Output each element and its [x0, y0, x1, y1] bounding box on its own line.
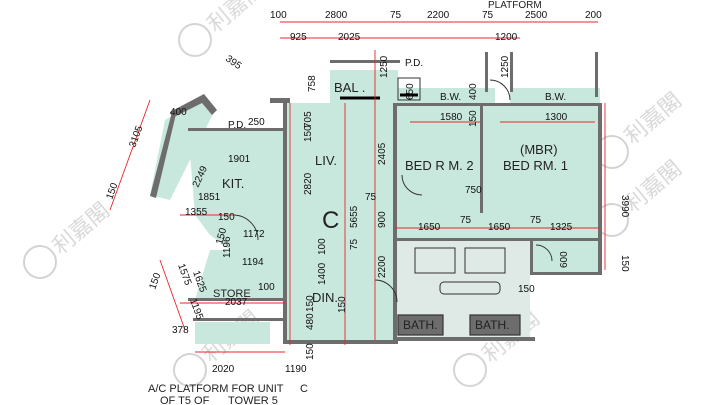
bal-label: BAL .: [334, 80, 365, 95]
svg-text:1172: 1172: [243, 229, 265, 240]
bath-left-label: BATH.: [403, 318, 437, 332]
bw-right-label: B.W.: [545, 92, 566, 103]
svg-text:400: 400: [468, 83, 479, 100]
svg-text:758: 758: [307, 75, 318, 92]
svg-text:100: 100: [258, 282, 275, 293]
ac-platform-caption: A/C PLATFORM FOR UNIT C OF T5 OF TOWER 5: [148, 383, 308, 405]
svg-text:2037: 2037: [225, 297, 248, 308]
svg-text:200: 200: [585, 10, 602, 21]
svg-text:3990: 3990: [619, 195, 630, 218]
room-labels: BAL . P.D. P.D. B.W. B.W. LIV. BED R M. …: [213, 58, 568, 332]
svg-text:C: C: [300, 383, 308, 395]
svg-text:1901: 1901: [228, 154, 251, 165]
fixtures: [232, 77, 553, 303]
svg-text:2800: 2800: [325, 10, 348, 21]
svg-text:150: 150: [218, 212, 235, 223]
svg-text:1325: 1325: [550, 222, 573, 233]
inner-dimensions: 395 400 3105 150 250 758 1250 650 400 15…: [104, 53, 630, 375]
svg-text:75: 75: [349, 238, 360, 250]
svg-text:1200: 1200: [495, 32, 518, 43]
svg-text:OF T5 OF: OF T5 OF: [160, 395, 210, 405]
svg-text:150: 150: [619, 255, 630, 272]
svg-text:TOWER 5: TOWER 5: [228, 395, 278, 405]
svg-text:150: 150: [303, 125, 314, 142]
svg-text:900: 900: [377, 211, 388, 228]
svg-text:480: 480: [305, 313, 316, 330]
svg-text:1250: 1250: [500, 55, 511, 78]
svg-text:1250: 1250: [379, 55, 390, 78]
svg-text:600: 600: [559, 251, 570, 268]
svg-text:705: 705: [303, 111, 314, 128]
svg-text:1355: 1355: [185, 207, 208, 218]
svg-text:2020: 2020: [212, 364, 235, 375]
svg-text:1194: 1194: [242, 257, 264, 268]
kit-label: KIT.: [222, 176, 244, 191]
top-dimensions: 100 2800 75 2200 75 2500 200 925 2025 12…: [270, 0, 602, 43]
svg-text:150: 150: [214, 226, 229, 245]
svg-text:5655: 5655: [349, 205, 360, 228]
svg-text:1650: 1650: [418, 222, 441, 233]
unit-label: C: [322, 207, 339, 234]
svg-text:75: 75: [530, 215, 542, 226]
bed2-label: BED R M. 2: [405, 158, 474, 173]
store-label: STORE: [213, 288, 251, 300]
svg-text:1400: 1400: [317, 262, 328, 285]
svg-text:75: 75: [365, 192, 377, 203]
svg-text:75: 75: [390, 10, 402, 21]
floor-areas: [150, 70, 600, 344]
svg-text:150: 150: [468, 110, 479, 127]
svg-text:150: 150: [305, 295, 316, 312]
svg-text:2200: 2200: [377, 255, 388, 278]
svg-text:1580: 1580: [440, 112, 463, 123]
svg-text:3105: 3105: [127, 124, 145, 149]
svg-text:150: 150: [104, 181, 120, 201]
svg-text:250: 250: [248, 117, 265, 128]
svg-text:75: 75: [482, 10, 494, 21]
svg-text:2820: 2820: [303, 172, 314, 195]
svg-text:925: 925: [290, 32, 307, 43]
svg-text:2025: 2025: [338, 32, 361, 43]
pd-left-label: P.D.: [228, 120, 246, 131]
svg-text:150: 150: [305, 343, 316, 360]
svg-text:1650: 1650: [488, 222, 511, 233]
svg-text:2200: 2200: [427, 10, 450, 21]
svg-text:75: 75: [460, 215, 472, 226]
svg-text:利嘉閣: 利嘉閣: [48, 198, 115, 260]
svg-text:1300: 1300: [545, 112, 568, 123]
svg-text:2405: 2405: [377, 142, 388, 165]
pd-top-label: P.D.: [405, 58, 423, 69]
svg-text:650: 650: [405, 83, 416, 100]
svg-text:150: 150: [147, 271, 163, 291]
svg-text:1575: 1575: [175, 262, 193, 287]
svg-text:利嘉閣: 利嘉閣: [620, 88, 687, 150]
svg-text:150: 150: [337, 296, 348, 313]
svg-text:395: 395: [223, 53, 243, 72]
svg-text:400: 400: [170, 107, 187, 118]
bath-right-label: BATH.: [475, 318, 509, 332]
din-label: DIN.: [312, 290, 338, 305]
svg-text:1196: 1196: [222, 236, 233, 258]
mbr-label: (MBR): [520, 142, 558, 157]
platform-label: PLATFORM: [488, 0, 542, 11]
svg-text:150: 150: [518, 284, 535, 295]
svg-text:A/C PLATFORM FOR UNIT: A/C PLATFORM FOR UNIT: [148, 383, 284, 395]
svg-text:750: 750: [465, 185, 482, 196]
svg-text:100: 100: [317, 238, 328, 255]
walls: [150, 52, 602, 344]
bw-left-label: B.W.: [440, 92, 461, 103]
svg-text:100: 100: [270, 10, 287, 21]
dimension-lines: [109, 21, 606, 353]
svg-text:378: 378: [172, 325, 189, 336]
svg-text:利嘉閣: 利嘉閣: [203, 0, 270, 38]
svg-text:2500: 2500: [525, 10, 548, 21]
liv-label: LIV.: [315, 153, 337, 168]
bed1-label: BED RM. 1: [503, 158, 568, 173]
svg-text:1190: 1190: [285, 364, 307, 375]
svg-text:1851: 1851: [198, 192, 221, 203]
